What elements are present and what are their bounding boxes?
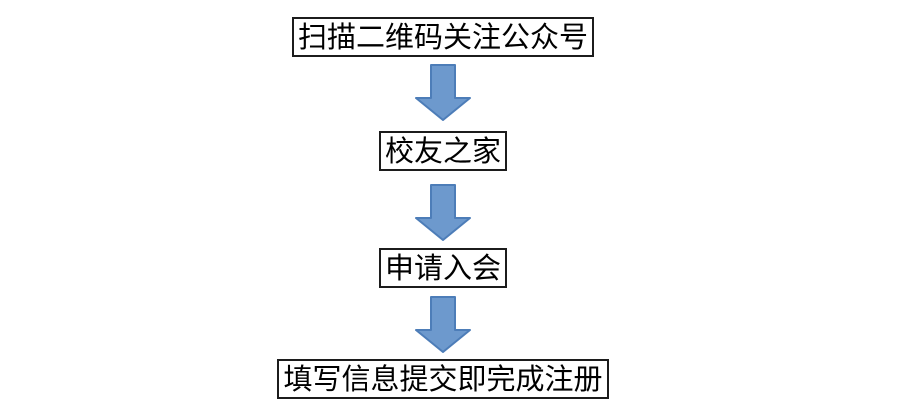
down-arrow-icon <box>415 296 471 353</box>
flow-step-apply-membership: 申请入会 <box>378 248 507 288</box>
down-arrow-icon <box>415 184 471 241</box>
down-arrow-shape <box>415 64 471 121</box>
flow-step-alumni-home: 校友之家 <box>378 131 507 171</box>
down-arrow-icon <box>415 64 471 121</box>
flow-step-submit-info: 填写信息提交即完成注册 <box>277 359 609 399</box>
down-arrow-shape <box>415 296 471 353</box>
flow-step-scan-qr: 扫描二维码关注公众号 <box>291 17 594 57</box>
flow-column: 扫描二维码关注公众号 校友之家 申请入会 填写信息提交即完成注册 <box>277 17 609 399</box>
down-arrow-shape <box>415 184 471 241</box>
